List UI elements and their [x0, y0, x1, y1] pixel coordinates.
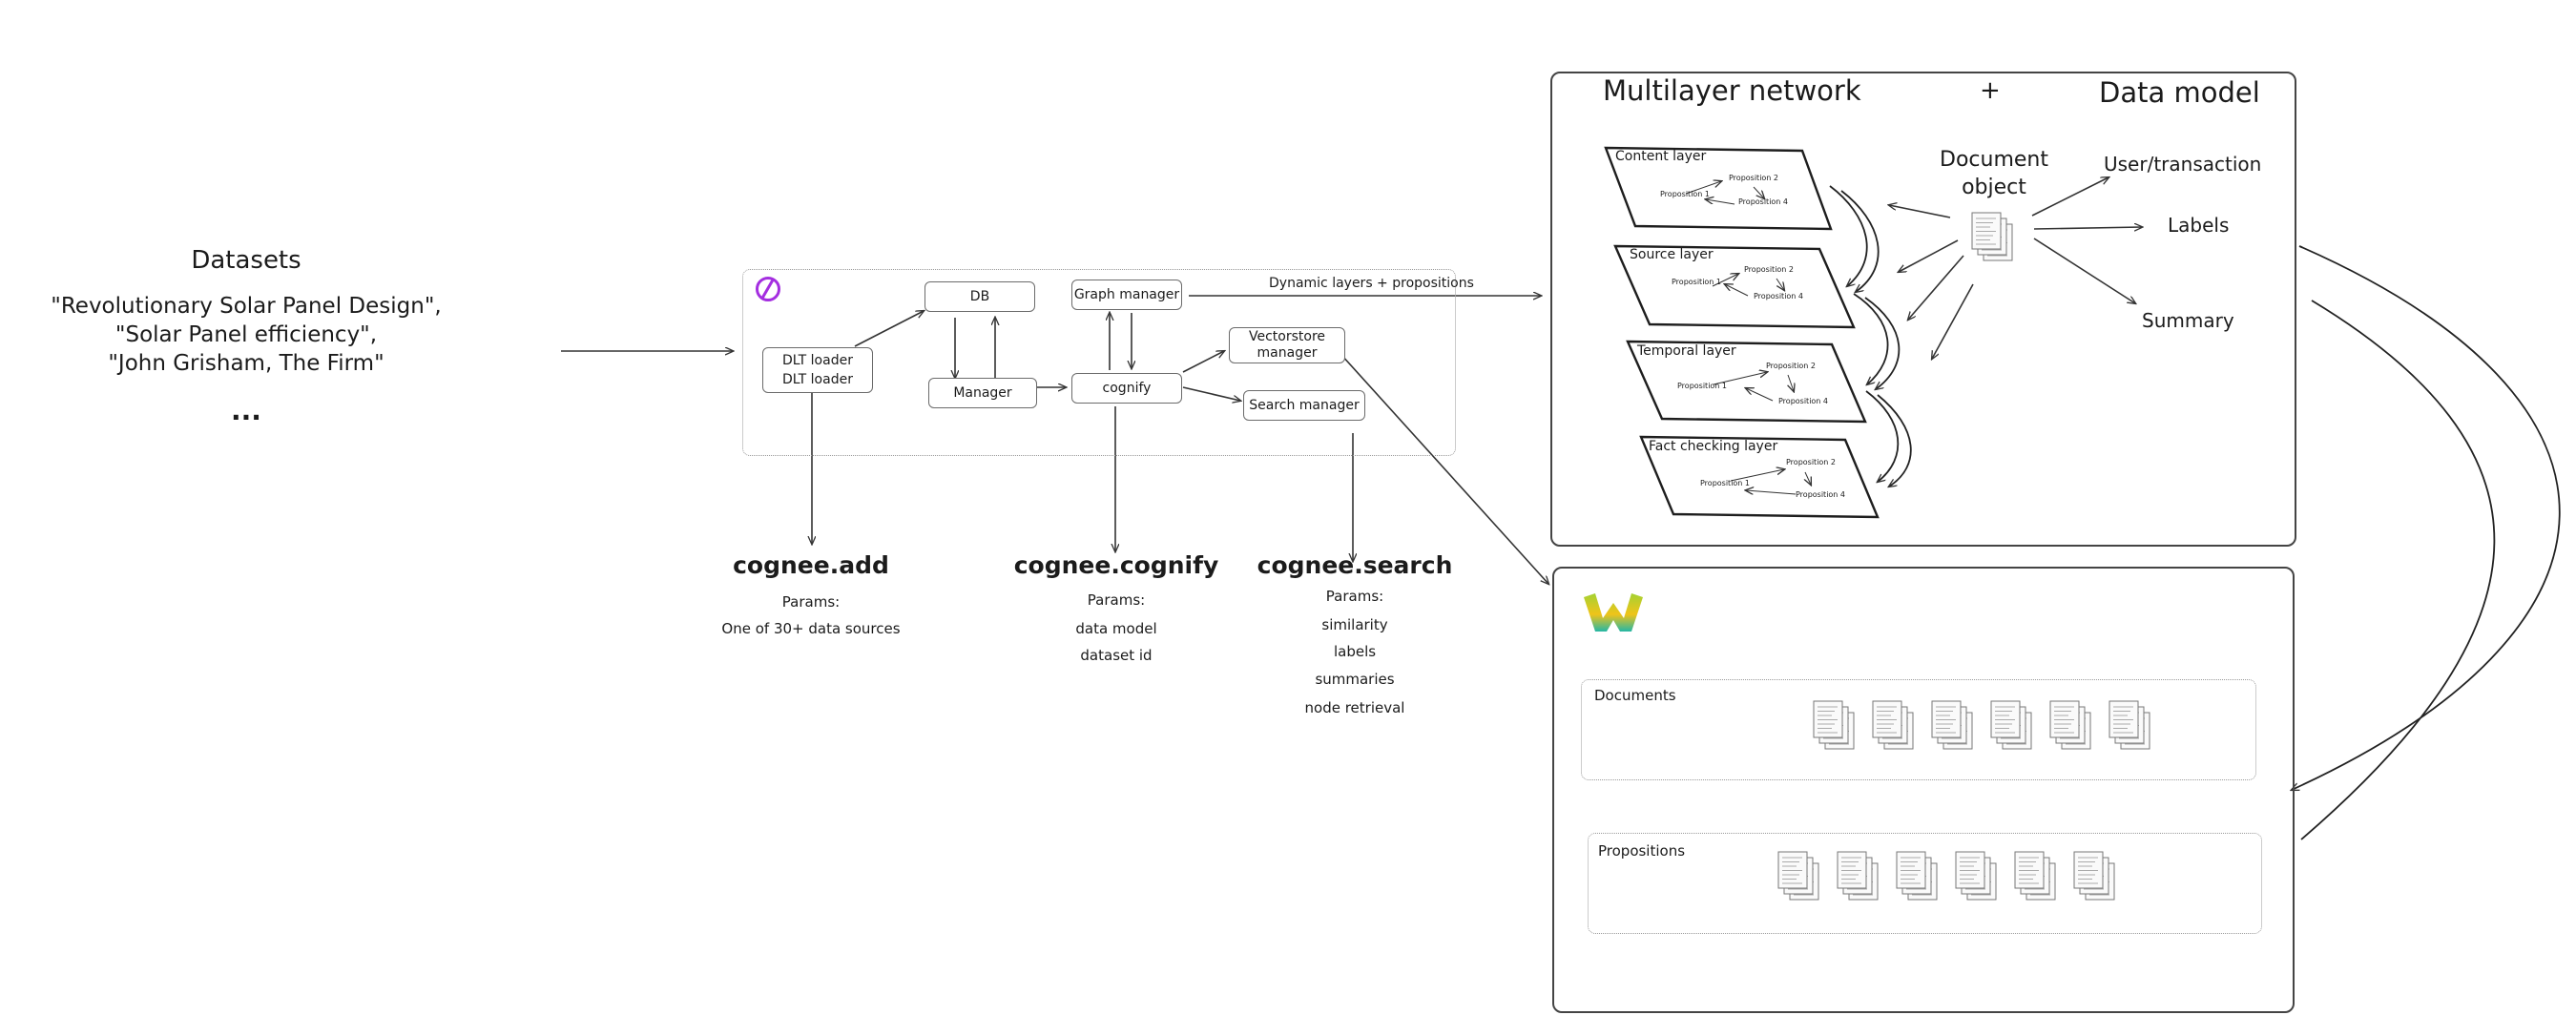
proposition-label: Proposition 4: [1754, 292, 1804, 300]
graph-manager-box: Graph manager: [1071, 280, 1182, 310]
propositions-region: [1588, 833, 2262, 934]
api-param-line: data model: [1075, 620, 1157, 637]
documents-region: [1581, 679, 2256, 780]
proposition-label: Proposition 1: [1672, 278, 1722, 286]
layer-name: Temporal layer: [1637, 343, 1736, 359]
api-param-line: dataset id: [1080, 647, 1153, 664]
api-param-line: labels: [1333, 643, 1377, 660]
proposition-label: Proposition 1: [1700, 479, 1751, 487]
dataset-line: "John Grisham, The Firm": [108, 351, 384, 376]
cognee-cognify-title: cognee.cognify: [1013, 551, 1219, 579]
document-stack-icon: [1813, 700, 1855, 750]
search-manager-box: Search manager: [1243, 390, 1365, 421]
proposition-label: Proposition 1: [1677, 382, 1728, 390]
documents-label: Documents: [1594, 687, 1676, 704]
vectorstore-label: manager: [1257, 345, 1318, 361]
proposition-label: Proposition 4: [1738, 197, 1789, 206]
api-param-line: Params:: [1325, 588, 1384, 605]
propositions-label: Propositions: [1598, 842, 1686, 860]
cognee-search-title: cognee.search: [1257, 551, 1453, 579]
proposition-stack-icon: [1896, 851, 1938, 901]
document-stack-icon: [1872, 700, 1914, 750]
cognee-logo-icon: [756, 277, 780, 301]
plus-sign: +: [1980, 76, 2001, 105]
propositions-row: [1777, 851, 2159, 908]
proposition-label: Proposition 1: [1660, 190, 1711, 198]
proposition-label: Proposition 2: [1729, 174, 1779, 182]
document-object-label: object: [1962, 176, 2026, 199]
api-param-line: Params:: [781, 593, 841, 611]
proposition-stack-icon: [1777, 851, 1819, 901]
dataset-line: "Revolutionary Solar Panel Design",: [51, 294, 442, 319]
cognee-add-title: cognee.add: [733, 551, 889, 579]
api-param-line: similarity: [1321, 616, 1388, 633]
data-model-field: User/transaction: [2104, 153, 2262, 176]
dataset-ellipsis: ...: [231, 395, 261, 426]
network-title: Multilayer network: [1603, 74, 1861, 107]
vectorstore-label: Vectorstore: [1248, 329, 1326, 344]
document-stack-icon: [1990, 700, 2032, 750]
pipeline-region: [742, 269, 1456, 456]
api-param-line: summaries: [1315, 671, 1395, 688]
proposition-label: Proposition 2: [1766, 362, 1817, 370]
document-object-icon: [1971, 212, 2019, 267]
document-object-label: Document: [1940, 148, 2048, 172]
dataset-line: "Solar Panel efficiency",: [114, 322, 378, 347]
proposition-label: Proposition 2: [1786, 458, 1837, 466]
vector-store-panel: [1552, 567, 2295, 1013]
proposition-stack-icon: [2073, 851, 2115, 901]
datasets-heading: Datasets: [191, 246, 301, 275]
document-stack-icon: [2109, 700, 2150, 750]
edge-label: Dynamic layers + propositions: [1269, 276, 1474, 291]
cognify-box: cognify: [1071, 373, 1182, 404]
layer-name: Source layer: [1630, 247, 1714, 262]
document-stack-icon: [1931, 700, 1973, 750]
network-panel: [1550, 72, 2296, 547]
document-stack-icon: [2049, 700, 2091, 750]
vectorstore-manager-box: Vectorstore manager: [1229, 327, 1345, 363]
api-param-line: node retrieval: [1304, 699, 1405, 716]
document-stack-icon: [1971, 212, 2013, 261]
data-model-field: Summary: [2142, 309, 2234, 332]
data-model-title: Data model: [2099, 76, 2260, 109]
proposition-label: Proposition 4: [1778, 397, 1829, 405]
api-param-line: One of 30+ data sources: [721, 620, 901, 637]
proposition-stack-icon: [1955, 851, 1997, 901]
proposition-stack-icon: [1837, 851, 1879, 901]
layer-name: Content layer: [1615, 149, 1707, 164]
data-model-field: Labels: [2168, 214, 2230, 237]
proposition-stack-icon: [2014, 851, 2056, 901]
dlt-loader-label: DLT loader: [782, 353, 853, 368]
dlt-loader-label: DLT loader: [782, 372, 853, 387]
proposition-label: Proposition 4: [1796, 490, 1846, 499]
dlt-loader-box: DLT loader DLT loader: [762, 347, 873, 393]
proposition-label: Proposition 2: [1744, 265, 1795, 274]
weaviate-logo-icon: [1582, 591, 1645, 635]
documents-row: [1813, 700, 2194, 757]
api-param-line: Params:: [1087, 591, 1146, 609]
manager-box: Manager: [928, 378, 1037, 408]
layer-name: Fact checking layer: [1649, 439, 1778, 454]
db-box: DB: [924, 281, 1035, 312]
